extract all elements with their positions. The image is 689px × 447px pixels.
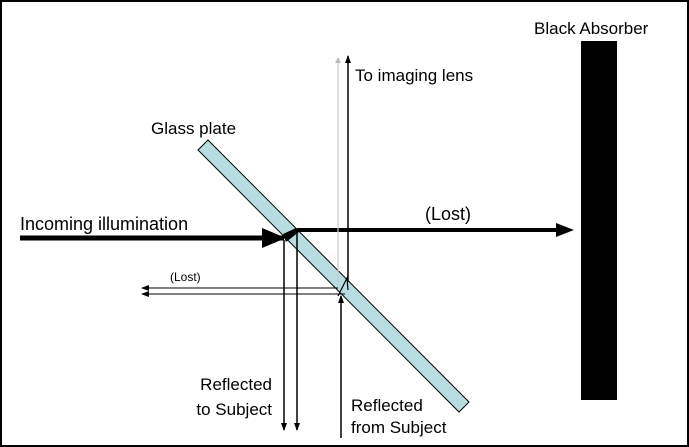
reflected-from-subject-label-line1: Reflected bbox=[351, 396, 423, 415]
glass-plate-label: Glass plate bbox=[151, 119, 236, 138]
incoming-arrowhead bbox=[262, 228, 286, 248]
black-absorber-block bbox=[581, 41, 617, 400]
incoming-illumination-label: Incoming illumination bbox=[20, 214, 188, 234]
from-subject-kink bbox=[337, 275, 349, 297]
reflected-to-subject-label-line2: to Subject bbox=[196, 400, 272, 419]
reflected-to-subject-label-line1: Reflected bbox=[200, 375, 272, 394]
refracted-segment bbox=[283, 228, 299, 242]
transmitted-arrowhead bbox=[556, 223, 574, 237]
lost-main-label: (Lost) bbox=[425, 204, 471, 224]
reflected-from-subject-label-line2: from Subject bbox=[351, 418, 447, 437]
lost-small-label: (Lost) bbox=[170, 270, 201, 284]
glass-plate bbox=[197, 139, 470, 413]
to-imaging-lens-label: To imaging lens bbox=[355, 66, 473, 85]
black-absorber-label: Black Absorber bbox=[534, 19, 649, 38]
